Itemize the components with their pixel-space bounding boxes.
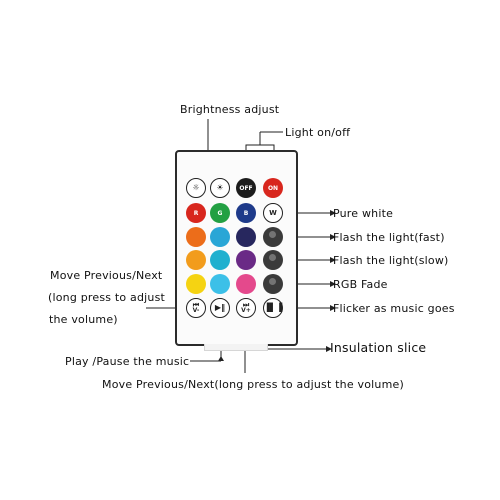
- sun-small-icon: ☼: [192, 183, 200, 192]
- label-light-onoff: Light on/off: [285, 126, 351, 139]
- off-button[interactable]: OFF: [236, 178, 256, 198]
- label-rgb-fade: RGB Fade: [333, 278, 388, 291]
- label-flash-fast: Flash the light(fast): [333, 231, 445, 244]
- color-button-purple[interactable]: [236, 250, 256, 270]
- play-pause-icon: ▶‖: [214, 303, 226, 312]
- previous-button[interactable]: ⏮V-: [186, 298, 206, 318]
- green-button[interactable]: G: [210, 203, 230, 223]
- white-button[interactable]: W: [263, 203, 283, 223]
- color-button-navy[interactable]: [236, 227, 256, 247]
- flash-slow-button[interactable]: [263, 250, 283, 270]
- label-brightness-adjust: Brightness adjust: [180, 103, 280, 116]
- color-button-cyan[interactable]: [210, 250, 230, 270]
- color-button-pink[interactable]: [236, 274, 256, 294]
- brightness-down-button[interactable]: ☼: [186, 178, 206, 198]
- previous-icon: ⏮: [192, 301, 200, 309]
- play-pause-button[interactable]: ▶‖: [210, 298, 230, 318]
- color-button-light-blue[interactable]: [210, 274, 230, 294]
- blue-button[interactable]: B: [236, 203, 256, 223]
- label-move-prev-next-line3: the volume): [49, 313, 118, 326]
- color-button-yellow[interactable]: [186, 274, 206, 294]
- label-move-prev-next-line1: Move Previous/Next: [50, 269, 163, 282]
- red-button[interactable]: R: [186, 203, 206, 223]
- music-mode-button[interactable]: ▐▌▐: [263, 298, 283, 318]
- flash-fast-button[interactable]: [263, 227, 283, 247]
- color-button-sky[interactable]: [210, 227, 230, 247]
- sun-large-icon: ☀: [216, 183, 224, 192]
- color-button-amber[interactable]: [186, 250, 206, 270]
- equalizer-icon: ▐▌▐: [263, 303, 283, 312]
- on-button[interactable]: ON: [263, 178, 283, 198]
- rgb-fade-button[interactable]: [263, 274, 283, 294]
- next-icon: ⏭: [242, 301, 250, 309]
- label-pure-white: Pure white: [333, 207, 394, 220]
- label-play-pause: Play /Pause the music: [65, 355, 190, 368]
- next-button[interactable]: ⏭V+: [236, 298, 256, 318]
- label-flash-slow: Flash the light(slow): [333, 254, 449, 267]
- label-insulation-slice: Insulation slice: [330, 340, 427, 355]
- color-button-orange[interactable]: [186, 227, 206, 247]
- label-move-prev-next-bottom: Move Previous/Next(long press to adjust …: [102, 378, 404, 391]
- label-move-prev-next-line2: (long press to adjust: [48, 291, 166, 304]
- insulation-slice: [204, 344, 268, 351]
- label-flicker: Flicker as music goes: [333, 302, 455, 315]
- brightness-up-button[interactable]: ☀: [210, 178, 230, 198]
